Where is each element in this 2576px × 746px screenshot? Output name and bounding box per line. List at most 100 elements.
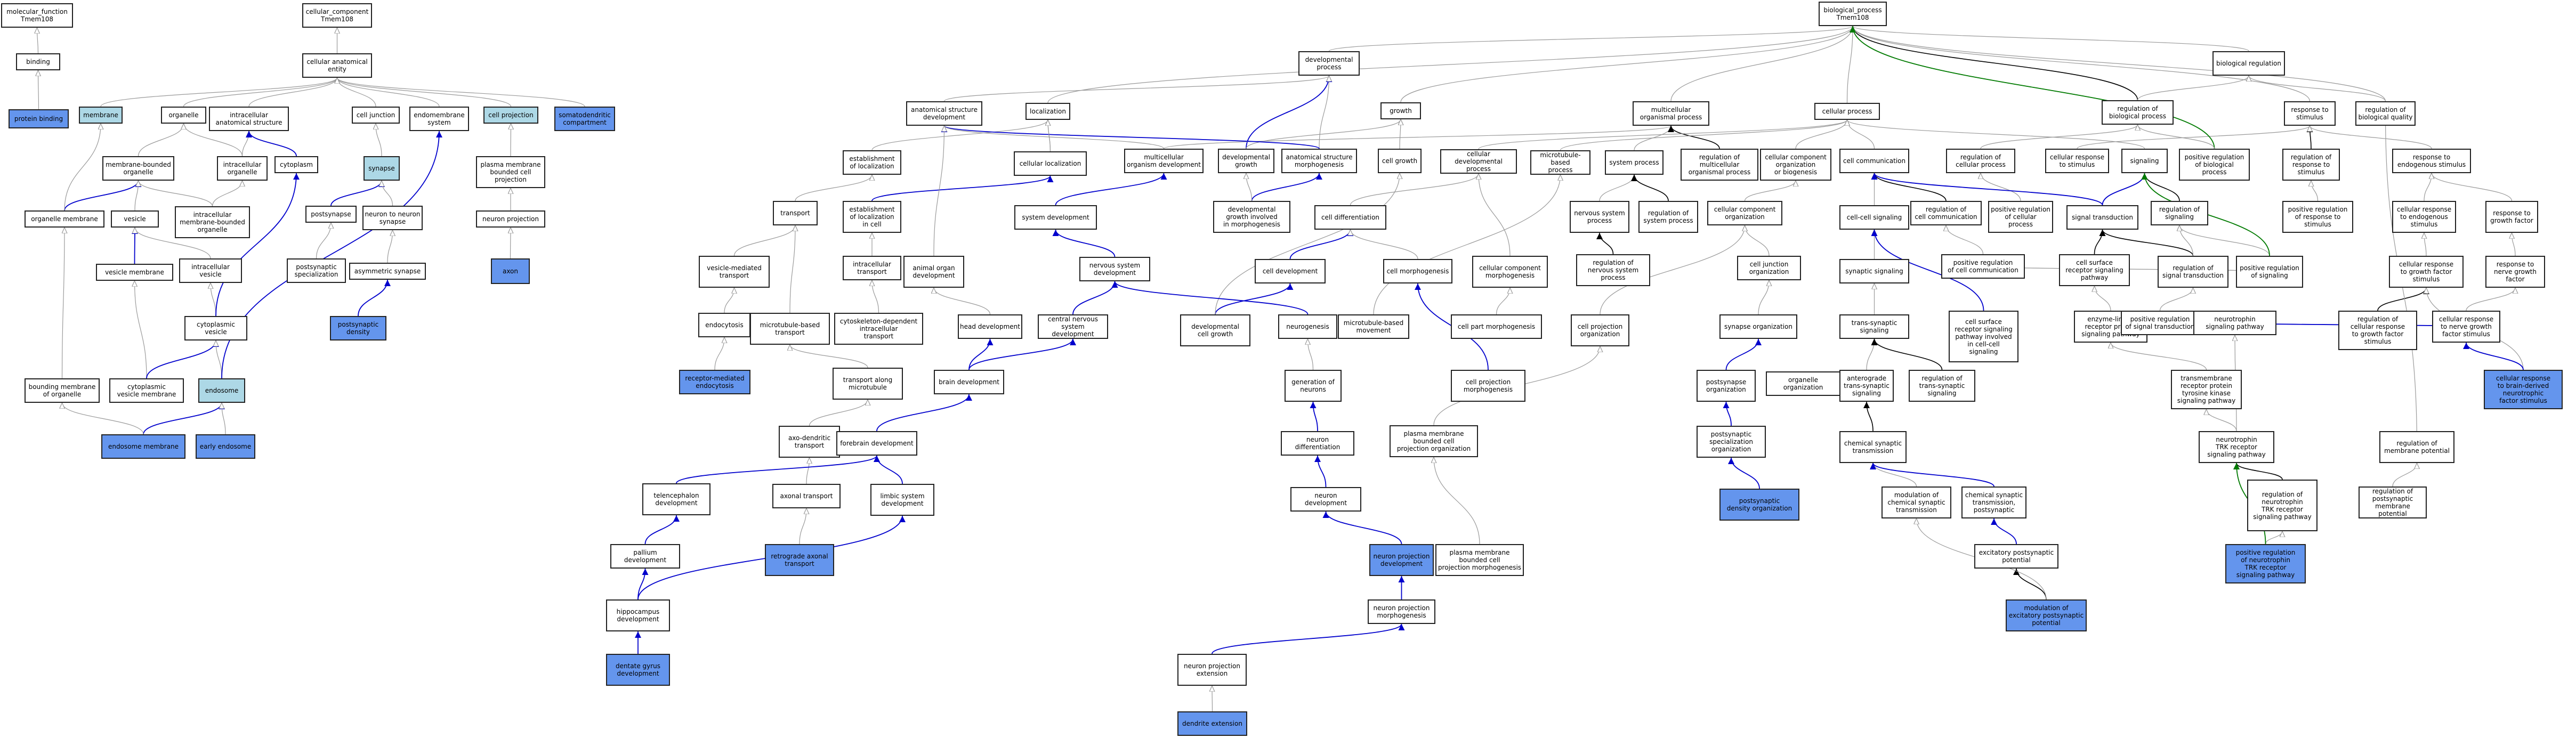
go-term-trk-pathway[interactable]: transmembrane receptor protein tyrosine …	[2171, 370, 2242, 409]
go-term-reg-system-process[interactable]: regulation of system process	[1638, 201, 1698, 233]
go-term-growth[interactable]: growth	[1380, 102, 1421, 119]
go-term-npe[interactable]: neuron projection extension	[1177, 654, 1247, 686]
go-term-somatodendritic[interactable]: somatodendritic compartment	[554, 107, 615, 131]
go-term-response-ngf[interactable]: response to nerve growth factor	[2485, 256, 2545, 288]
go-term-neuron-projection[interactable]: neuron projection	[476, 210, 545, 228]
go-term-transport[interactable]: transport	[773, 201, 818, 225]
go-term-dev-process[interactable]: developmental process	[1298, 51, 1360, 76]
go-term-reg-postsynaptic-mp[interactable]: regulation of postsynaptic membrane pote…	[2359, 486, 2427, 518]
go-term-vesicle-membrane[interactable]: vesicle membrane	[96, 264, 173, 281]
go-term-organelle[interactable]: organelle	[161, 107, 206, 124]
go-term-cytoplasm[interactable]: cytoplasm	[274, 156, 318, 173]
go-term-synapse-organization[interactable]: synapse organization	[1719, 314, 1797, 339]
go-term-receptor-endocytosis[interactable]: receptor-mediated endocytosis	[679, 370, 750, 394]
go-term-pos-reg-signaling[interactable]: positive regulation of signaling	[2236, 256, 2303, 288]
go-term-retrograde-axonal[interactable]: retrograde axonal transport	[765, 544, 834, 576]
go-term-signal-transduction[interactable]: signal transduction	[2066, 205, 2138, 230]
go-term-animal-organ-dev[interactable]: animal organ development	[903, 256, 964, 288]
go-term-response-stimulus[interactable]: response to stimulus	[2284, 101, 2336, 126]
go-term-reg-cell-response-gf[interactable]: regulation of cellular response to growt…	[2338, 311, 2417, 350]
go-term-response-growth-factor[interactable]: response to growth factor	[2485, 201, 2538, 233]
go-term-organelle-org[interactable]: organelle organization	[1766, 371, 1840, 396]
go-term-axonal-transport[interactable]: axonal transport	[772, 484, 841, 508]
go-term-cellular-response-stimulus[interactable]: cellular response to stimulus	[2045, 149, 2109, 173]
go-term-axo-dendritic[interactable]: axo-dendritic transport	[779, 426, 840, 458]
go-term-reg-ns-process[interactable]: regulation of nervous system process	[1576, 254, 1650, 286]
go-term-hippocampus-dev[interactable]: hippocampus development	[606, 599, 670, 631]
go-term-telencephalon-dev[interactable]: telencephalon development	[642, 483, 710, 515]
go-term-reg-bp[interactable]: regulation of biological process	[2102, 100, 2174, 125]
go-term-reg-cell-comm[interactable]: regulation of cell communication	[1910, 201, 1982, 225]
go-term-reg-cellular-process[interactable]: regulation of cellular process	[1946, 149, 2015, 173]
go-term-reg-signaling[interactable]: regulation of signaling	[2151, 201, 2208, 225]
go-term-asymmetric-synapse[interactable]: asymmetric synapse	[349, 263, 426, 280]
go-term-multicellular-process[interactable]: multicellular organismal process	[1633, 101, 1709, 126]
go-term-imbo[interactable]: intracellular membrane-bounded organelle	[175, 206, 250, 238]
go-term-early-endosome[interactable]: early endosome	[196, 434, 255, 459]
go-term-ias[interactable]: intracellular anatomical structure	[209, 107, 289, 131]
go-term-cell-morphogenesis[interactable]: cell morphogenesis	[1383, 259, 1452, 283]
go-term-cell-response-endogenous[interactable]: cellular response to endogenous stimulus	[2392, 201, 2456, 233]
go-term-pos-reg-response-stimulus[interactable]: positive regulation of response to stimu…	[2282, 201, 2353, 233]
go-term-neuron-development[interactable]: neuron development	[1290, 487, 1361, 512]
go-term-cell-part-morph[interactable]: cell part morphogenesis	[1451, 314, 1542, 339]
go-term-dev-growth[interactable]: developmental growth	[1218, 149, 1274, 173]
go-term-bp[interactable]: biological_process Tmem108	[1819, 2, 1887, 26]
go-term-intracellular-vesicle[interactable]: intracellular vesicle	[179, 258, 242, 283]
go-term-cellular-dev-process[interactable]: cellular developmental process	[1440, 149, 1517, 174]
go-term-mt-movement[interactable]: microtubule-based movement	[1338, 314, 1409, 339]
go-term-intracellular-organelle[interactable]: intracellular organelle	[217, 156, 268, 181]
go-term-biological-regulation[interactable]: biological regulation	[2212, 51, 2285, 76]
go-term-localization[interactable]: localization	[1025, 103, 1070, 120]
go-term-pmbcp-org[interactable]: plasma membrane bounded cell projection …	[1390, 425, 1478, 457]
go-term-pos-reg-cellular-process[interactable]: positive regulation of cellular process	[1988, 201, 2053, 233]
go-term-n2n-synapse[interactable]: neuron to neuron synapse	[362, 206, 423, 230]
go-term-ccm[interactable]: cellular component morphogenesis	[1472, 256, 1548, 288]
go-term-brain-dev[interactable]: brain development	[934, 370, 1004, 394]
go-term-reg-response-stimulus[interactable]: regulation of response to stimulus	[2282, 149, 2340, 181]
go-term-cc[interactable]: cellular_component Tmem108	[302, 3, 372, 28]
go-term-cpo[interactable]: cell projection organization	[1571, 314, 1629, 346]
go-term-cae[interactable]: cellular anatomical entity	[302, 53, 372, 78]
go-term-pos-reg-cell-comm[interactable]: positive regulation of cell communicatio…	[1941, 254, 2025, 279]
go-term-reg-signal-transduction[interactable]: regulation of signal transduction	[2158, 256, 2228, 288]
go-term-cco[interactable]: cellular component organization	[1707, 201, 1782, 225]
go-term-anterograde[interactable]: anterograde trans-synaptic signaling	[1839, 370, 1894, 402]
go-term-organelle-membrane[interactable]: organelle membrane	[25, 210, 104, 228]
go-term-endomembrane[interactable]: endomembrane system	[409, 107, 469, 131]
go-term-cell-communication[interactable]: cell communication	[1839, 149, 1909, 173]
go-term-chemical-synaptic[interactable]: chemical synaptic transmission	[1839, 431, 1907, 463]
go-term-pmbcp-morph[interactable]: plasma membrane bounded cell projection …	[1435, 544, 1524, 576]
go-term-psd-org[interactable]: postsynaptic density organization	[1719, 489, 1799, 521]
go-term-synapse[interactable]: synapse	[364, 156, 400, 181]
go-term-signaling[interactable]: signaling	[2121, 149, 2168, 173]
go-term-neurogenesis[interactable]: neurogenesis	[1278, 314, 1337, 339]
go-term-postsynapse[interactable]: postsynapse	[305, 206, 357, 223]
go-term-mod-epsp[interactable]: modulation of excitatory postsynaptic po…	[2006, 599, 2087, 631]
go-term-nervous-system-process[interactable]: nervous system process	[1570, 201, 1629, 233]
go-term-pos-reg-bp[interactable]: positive regulation of biological proces…	[2179, 149, 2250, 181]
go-term-system-process[interactable]: system process	[1605, 150, 1664, 175]
go-term-psd[interactable]: postsynaptic density	[330, 316, 386, 340]
go-term-system-dev[interactable]: system development	[1014, 205, 1097, 230]
go-term-membrane[interactable]: membrane	[79, 107, 123, 124]
go-term-mbo[interactable]: membrane-bounded organelle	[102, 156, 174, 181]
go-term-synaptic-signaling[interactable]: synaptic signaling	[1839, 259, 1909, 283]
go-term-postsynaptic-spec[interactable]: postsynaptic specialization	[287, 258, 346, 283]
go-term-cytoplasmic-vesicle[interactable]: cytoplasmic vesicle	[184, 316, 247, 340]
go-term-cellular-localization[interactable]: cellular localization	[1014, 151, 1087, 176]
go-term-npm[interactable]: neuron projection morphogenesis	[1368, 599, 1435, 624]
go-term-postsynapse-org[interactable]: postsynapse organization	[1697, 370, 1756, 402]
go-term-cell-response-bdnf[interactable]: cellular response to brain-derived neuro…	[2484, 370, 2563, 409]
go-term-cco-biogenesis[interactable]: cellular component organization or bioge…	[1760, 149, 1831, 181]
go-term-cytoskeleton-transport[interactable]: cytoskeleton-dependent intracellular tra…	[834, 313, 923, 345]
go-term-reg-biol-quality[interactable]: regulation of biological quality	[2355, 101, 2416, 126]
go-term-bounding-membrane[interactable]: bounding membrane of organelle	[25, 378, 100, 403]
go-term-trans-synaptic[interactable]: trans-synaptic signaling	[1839, 314, 1909, 339]
go-term-postsynaptic-spec-org[interactable]: postsynaptic specialization organization	[1697, 426, 1766, 458]
go-term-dev-cell-growth[interactable]: developmental cell growth	[1180, 314, 1250, 346]
go-term-ns-dev[interactable]: nervous system development	[1079, 257, 1150, 281]
go-term-endocytosis[interactable]: endocytosis	[698, 313, 750, 337]
go-term-multicellular-dev[interactable]: multicellular organism development	[1124, 149, 1204, 173]
go-term-cell-junction[interactable]: cell junction	[352, 107, 400, 124]
